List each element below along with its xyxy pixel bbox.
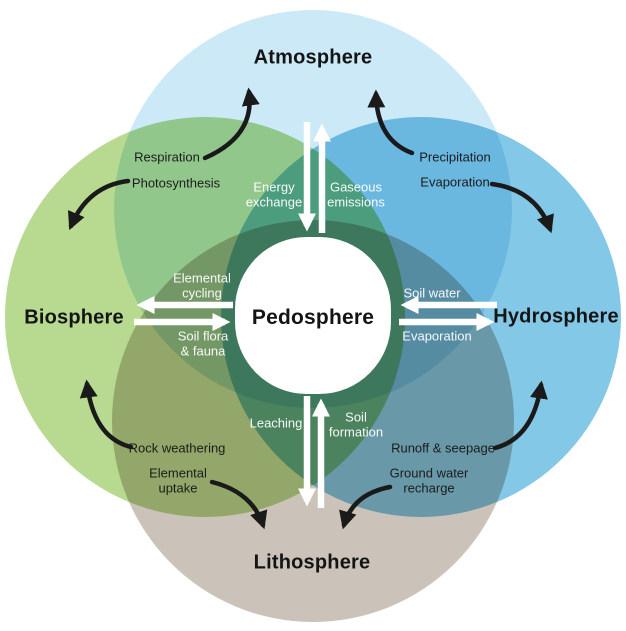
leaching-label: Leaching bbox=[249, 415, 303, 431]
precipitation-label: Precipitation bbox=[419, 149, 491, 165]
biosphere-title: Biosphere bbox=[24, 306, 124, 329]
gaseous-emissions-label: Gaseous emissions bbox=[327, 179, 385, 210]
atmosphere-title: Atmosphere bbox=[253, 46, 373, 69]
energy-exchange-label: Energy exchange bbox=[245, 179, 303, 210]
lithosphere-title: Lithosphere bbox=[253, 551, 371, 574]
soil-flora-fauna-label: Soil flora & fauna bbox=[177, 328, 229, 359]
soil-water-label: Soil water bbox=[403, 285, 461, 301]
photosynthesis-label: Photosynthesis bbox=[131, 175, 221, 191]
hydrosphere-title: Hydrosphere bbox=[493, 305, 619, 328]
elemental-cycling-label: Elemental cycling bbox=[173, 270, 231, 301]
elemental-uptake-label: Elemental uptake bbox=[149, 465, 207, 496]
pedosphere-title: Pedosphere bbox=[251, 306, 375, 329]
rock-weathering-label: Rock weathering bbox=[128, 440, 226, 456]
groundwater-recharge-label: Ground water recharge bbox=[389, 465, 469, 496]
runoff-seepage-label: Runoff & seepage bbox=[391, 440, 495, 456]
evaporation-right-label: Evaporation bbox=[402, 328, 472, 344]
evaporation-top-label: Evaporation bbox=[420, 174, 490, 190]
respiration-label: Respiration bbox=[134, 149, 200, 165]
soil-formation-label: Soil formation bbox=[328, 409, 384, 440]
pedosphere-core bbox=[235, 237, 391, 394]
